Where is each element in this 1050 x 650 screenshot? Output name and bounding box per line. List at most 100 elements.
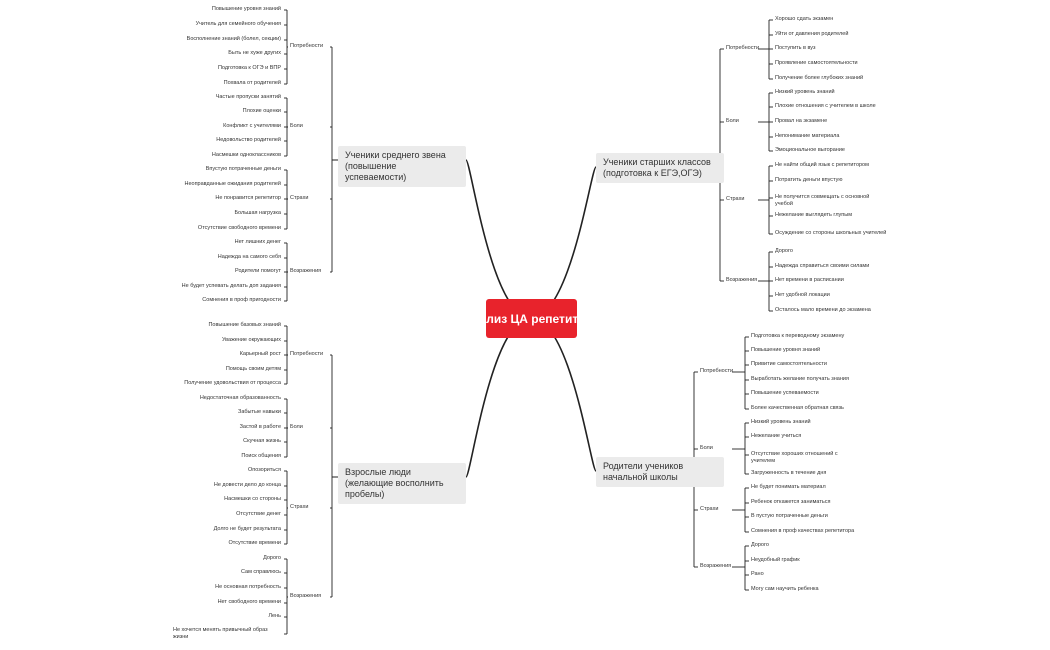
category-label[interactable]: Боли (290, 123, 303, 129)
leaf-item[interactable]: Привитие самостоятельности (751, 361, 827, 367)
leaf-item[interactable]: В пустую потраченные деньги (751, 513, 828, 519)
leaf-item[interactable]: Не получится совмещать с основной учебой (775, 194, 870, 207)
leaf-item[interactable]: Уважение окружающих (221, 337, 281, 343)
leaf-item[interactable]: Впустую потраченные деньги (205, 166, 281, 172)
category-label[interactable]: Боли (700, 445, 713, 451)
leaf-item[interactable]: Отсутствие свободного времени (197, 225, 281, 231)
leaf-item[interactable]: Насмешки одноклассников (211, 152, 281, 158)
category-label[interactable]: Боли (290, 424, 303, 430)
leaf-item[interactable]: Надежда справиться своими силами (775, 263, 870, 269)
central-topic[interactable]: Анализ ЦА репетитора (464, 299, 599, 338)
leaf-item[interactable]: Недостаточная образованность (199, 395, 281, 401)
leaf-item[interactable]: Конфликт с учителями (223, 123, 281, 129)
category-label[interactable]: Страхи (290, 504, 309, 510)
category-label[interactable]: Страхи (700, 506, 719, 512)
leaf-item[interactable]: Не основная потребность (215, 584, 281, 590)
leaf-item[interactable]: Плохие оценки (242, 108, 281, 114)
branch-topic[interactable]: Взрослые люди (желающие восполнить пробе… (338, 463, 466, 504)
leaf-item[interactable]: Повышение успеваемости (751, 390, 819, 396)
leaf-item[interactable]: Поиск общения (241, 453, 281, 459)
category-label[interactable]: Возражения (700, 563, 732, 569)
leaf-item[interactable]: Не будет понимать материал (751, 484, 826, 490)
leaf-item[interactable]: Долго не будет результата (213, 526, 281, 532)
leaf-item[interactable]: Неоправданные ожидания родителей (184, 181, 281, 187)
category-label[interactable]: Возражения (290, 593, 322, 599)
leaf-item[interactable]: Забытые навыки (238, 409, 281, 415)
category-label[interactable]: Возражения (290, 268, 322, 274)
leaf-item[interactable]: Не понравится репетитор (215, 195, 281, 201)
leaf-item[interactable]: Застой в работе (239, 424, 281, 430)
leaf-item[interactable]: Хорошо сдать экзамен (775, 16, 834, 22)
leaf-item[interactable]: Нет свободного времени (217, 599, 281, 605)
leaf-item[interactable]: Нежелание учиться (751, 433, 802, 439)
category-label[interactable]: Возражения (726, 277, 758, 283)
leaf-item[interactable]: Нежелание выглядеть глупым (775, 212, 852, 218)
leaf-item[interactable]: Помощь своим детям (225, 366, 281, 372)
category-label[interactable]: Потребности (290, 351, 324, 357)
leaf-item[interactable]: Сомнения в проф качествах репетитора (751, 528, 855, 534)
leaf-item[interactable]: Более качественная обратная связь (751, 405, 844, 411)
leaf-item[interactable]: Отсутствие денег (236, 511, 281, 517)
leaf-item[interactable]: Опозориться (247, 467, 281, 473)
leaf-item[interactable]: Не найти общий язык с репетитором (775, 162, 869, 168)
leaf-item[interactable]: Похвала от родителей (223, 80, 281, 86)
leaf-item[interactable]: Потратить деньги впустую (775, 177, 843, 183)
leaf-item[interactable]: Дорого (751, 542, 769, 548)
category-label[interactable]: Потребности (290, 43, 324, 49)
category-label[interactable]: Страхи (290, 195, 309, 201)
leaf-item[interactable]: Рано (751, 571, 764, 577)
leaf-item[interactable]: Провал на экзамене (775, 118, 828, 124)
leaf-item[interactable]: Низкий уровень знаний (751, 419, 811, 425)
leaf-item[interactable]: Могу сам научить ребенка (751, 586, 819, 592)
branch-topic[interactable]: Ученики среднего звена (повышение успева… (338, 146, 466, 187)
leaf-item[interactable]: Не будет успевать делать доп задания (181, 283, 281, 289)
leaf-item[interactable]: Отсутствие хороших отношений с учителем (751, 451, 838, 464)
leaf-item[interactable]: Подготовка к ОГЭ и ВПР (217, 65, 281, 71)
leaf-item[interactable]: Карьерный рост (239, 351, 281, 357)
leaf-item[interactable]: Восполнение знаний (болел, секции) (186, 36, 281, 42)
leaf-item[interactable]: Лень (268, 613, 281, 619)
leaf-item[interactable]: Надежда на самого себя (217, 254, 281, 260)
leaf-item[interactable]: Получение удовольствия от процесса (184, 380, 281, 386)
leaf-item[interactable]: Получение более глубоких знаний (775, 75, 864, 81)
leaf-item[interactable]: Насмешки со стороны (224, 496, 281, 502)
category-label[interactable]: Страхи (726, 196, 745, 202)
leaf-item[interactable]: Эмоциональное выгорание (775, 147, 845, 153)
branch-topic[interactable]: Ученики старших классов (подготовка к ЕГ… (596, 153, 724, 183)
leaf-item[interactable]: Низкий уровень знаний (775, 89, 835, 95)
leaf-item[interactable]: Непонимание материала (775, 133, 840, 139)
category-label[interactable]: Потребности (700, 368, 734, 374)
leaf-item[interactable]: Повышение уровня знаний (211, 6, 281, 12)
leaf-item[interactable]: Повышение базовых знаний (208, 322, 281, 328)
leaf-item[interactable]: Скучная жизнь (243, 438, 281, 444)
leaf-item[interactable]: Осуждение со стороны школьных учителей (775, 230, 887, 236)
leaf-item[interactable]: Дорого (775, 248, 793, 254)
leaf-item[interactable]: Не довести дело до конца (213, 482, 281, 488)
leaf-item[interactable]: Выработать желание получать знания (751, 376, 849, 382)
leaf-item[interactable]: Родители помогут (235, 268, 281, 274)
leaf-item[interactable]: Дорого (263, 555, 281, 561)
leaf-item[interactable]: Нет лишних денег (234, 239, 281, 245)
leaf-item[interactable]: Плохие отношения с учителем в школе (775, 103, 876, 109)
category-label[interactable]: Потребности (726, 45, 760, 51)
leaf-item[interactable]: Недовольство родителей (216, 137, 281, 143)
leaf-item[interactable]: Неудобный график (751, 557, 800, 563)
leaf-item[interactable]: Большая нагрузка (234, 210, 281, 216)
leaf-item[interactable]: Осталось мало времени до экзамена (775, 307, 871, 313)
category-label[interactable]: Боли (726, 118, 739, 124)
leaf-item[interactable]: Нет удобной локации (775, 292, 830, 298)
leaf-item[interactable]: Уйти от давления родителей (775, 31, 849, 37)
leaf-item[interactable]: Учитель для семейного обучения (195, 21, 281, 27)
leaf-item[interactable]: Ребенок откажется заниматься (751, 499, 831, 505)
leaf-item[interactable]: Подготовка к переводному экзамену (751, 333, 845, 339)
leaf-item[interactable]: Повышение уровня знаний (751, 347, 821, 353)
leaf-item[interactable]: Поступить в вуз (775, 45, 816, 51)
leaf-item[interactable]: Нет времени в расписании (775, 277, 844, 283)
branch-topic[interactable]: Родители учеников начальной школы (596, 457, 724, 487)
leaf-item[interactable]: Отсутствие времени (228, 540, 281, 546)
leaf-item[interactable]: Сам справлюсь (241, 569, 281, 575)
leaf-item[interactable]: Частые пропуски занятий (215, 94, 281, 100)
leaf-item[interactable]: Проявление самостоятельности (775, 60, 858, 66)
leaf-item[interactable]: Не хочется менять привычный образ жизни (173, 627, 268, 640)
leaf-item[interactable]: Быть не хуже других (228, 50, 281, 56)
